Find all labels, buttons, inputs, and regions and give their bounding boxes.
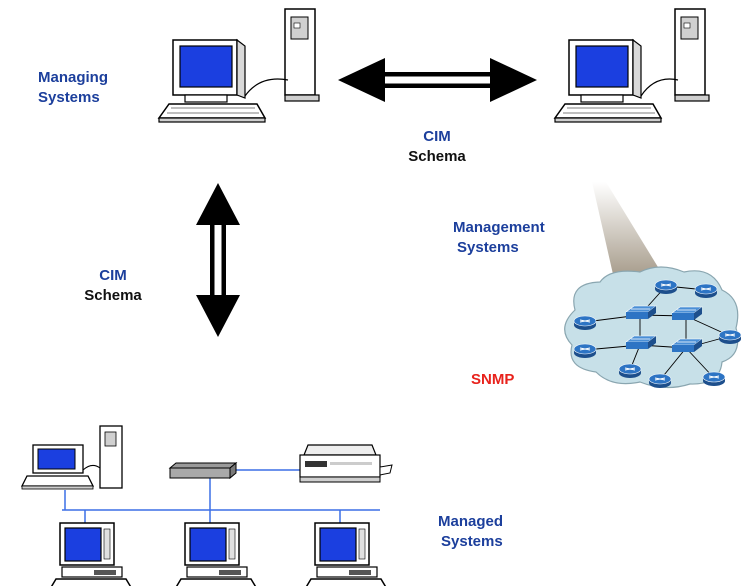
cim-schema-top-label: CIM Schema xyxy=(408,128,466,165)
vertical-double-arrow-icon xyxy=(196,183,240,337)
managed-workstation-icon xyxy=(304,522,388,586)
network-cloud-icon xyxy=(564,266,742,389)
managed-workstation-icon xyxy=(174,522,258,586)
management-system-computer-icon xyxy=(554,8,710,123)
cim-schema-left-label: CIM Schema xyxy=(84,267,142,304)
managed-workstation-icon xyxy=(49,522,133,586)
printer-icon xyxy=(299,444,393,483)
horizontal-double-arrow-icon xyxy=(338,58,537,102)
hub-icon xyxy=(168,461,238,480)
managed-systems-label: Managed Systems xyxy=(438,513,504,550)
managing-systems-label: Managing Systems xyxy=(38,69,108,106)
snmp-label: SNMP xyxy=(471,371,515,388)
managing-system-computer-icon xyxy=(158,8,320,123)
management-systems-label: Management Systems xyxy=(453,219,545,256)
managed-desktop-computer-icon xyxy=(20,425,123,490)
